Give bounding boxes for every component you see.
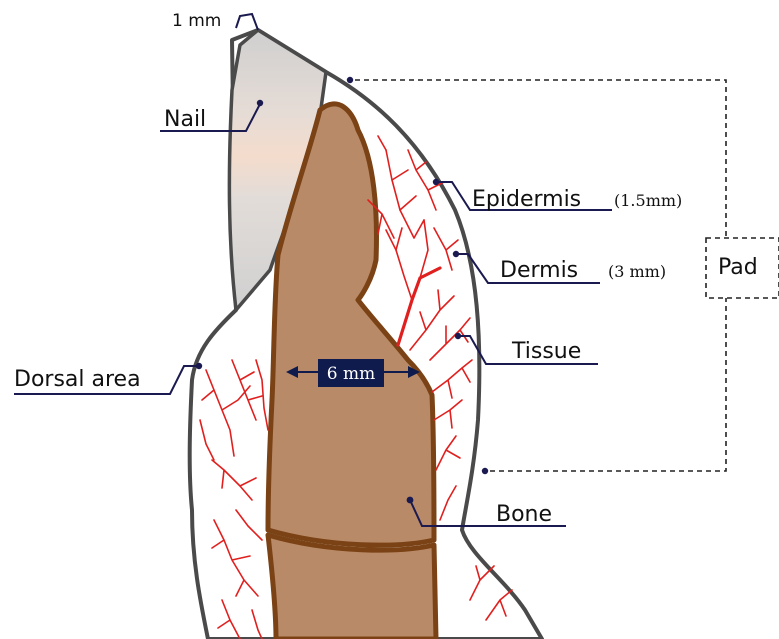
tissue-leader-dot	[455, 333, 461, 339]
tissue-label: Tissue	[511, 339, 581, 364]
epidermis-label: Epidermis	[472, 187, 581, 212]
dermis-thickness-label: (3 mm)	[608, 262, 666, 281]
pad-bottom-dot	[482, 468, 488, 474]
pad-label: Pad	[718, 255, 758, 280]
epidermis-thickness-label: (1.5mm)	[614, 191, 682, 210]
pad-top-dot	[347, 77, 353, 83]
nail-thickness-bracket	[236, 14, 258, 30]
bone-width-label: 6 mm	[327, 364, 375, 384]
nail-label: Nail	[164, 107, 206, 132]
dermis-leader-dot	[453, 251, 459, 257]
dermis-label: Dermis	[500, 258, 578, 283]
dorsal-area-leader-dot	[196, 363, 202, 369]
nail-thickness-label: 1 mm	[172, 11, 221, 31]
bone-label: Bone	[496, 502, 552, 527]
middle-phalanx-bone	[268, 535, 436, 639]
nail-leader-dot	[257, 100, 263, 106]
epidermis-leader-dot	[433, 179, 439, 185]
dorsal-area-label: Dorsal area	[14, 367, 141, 392]
